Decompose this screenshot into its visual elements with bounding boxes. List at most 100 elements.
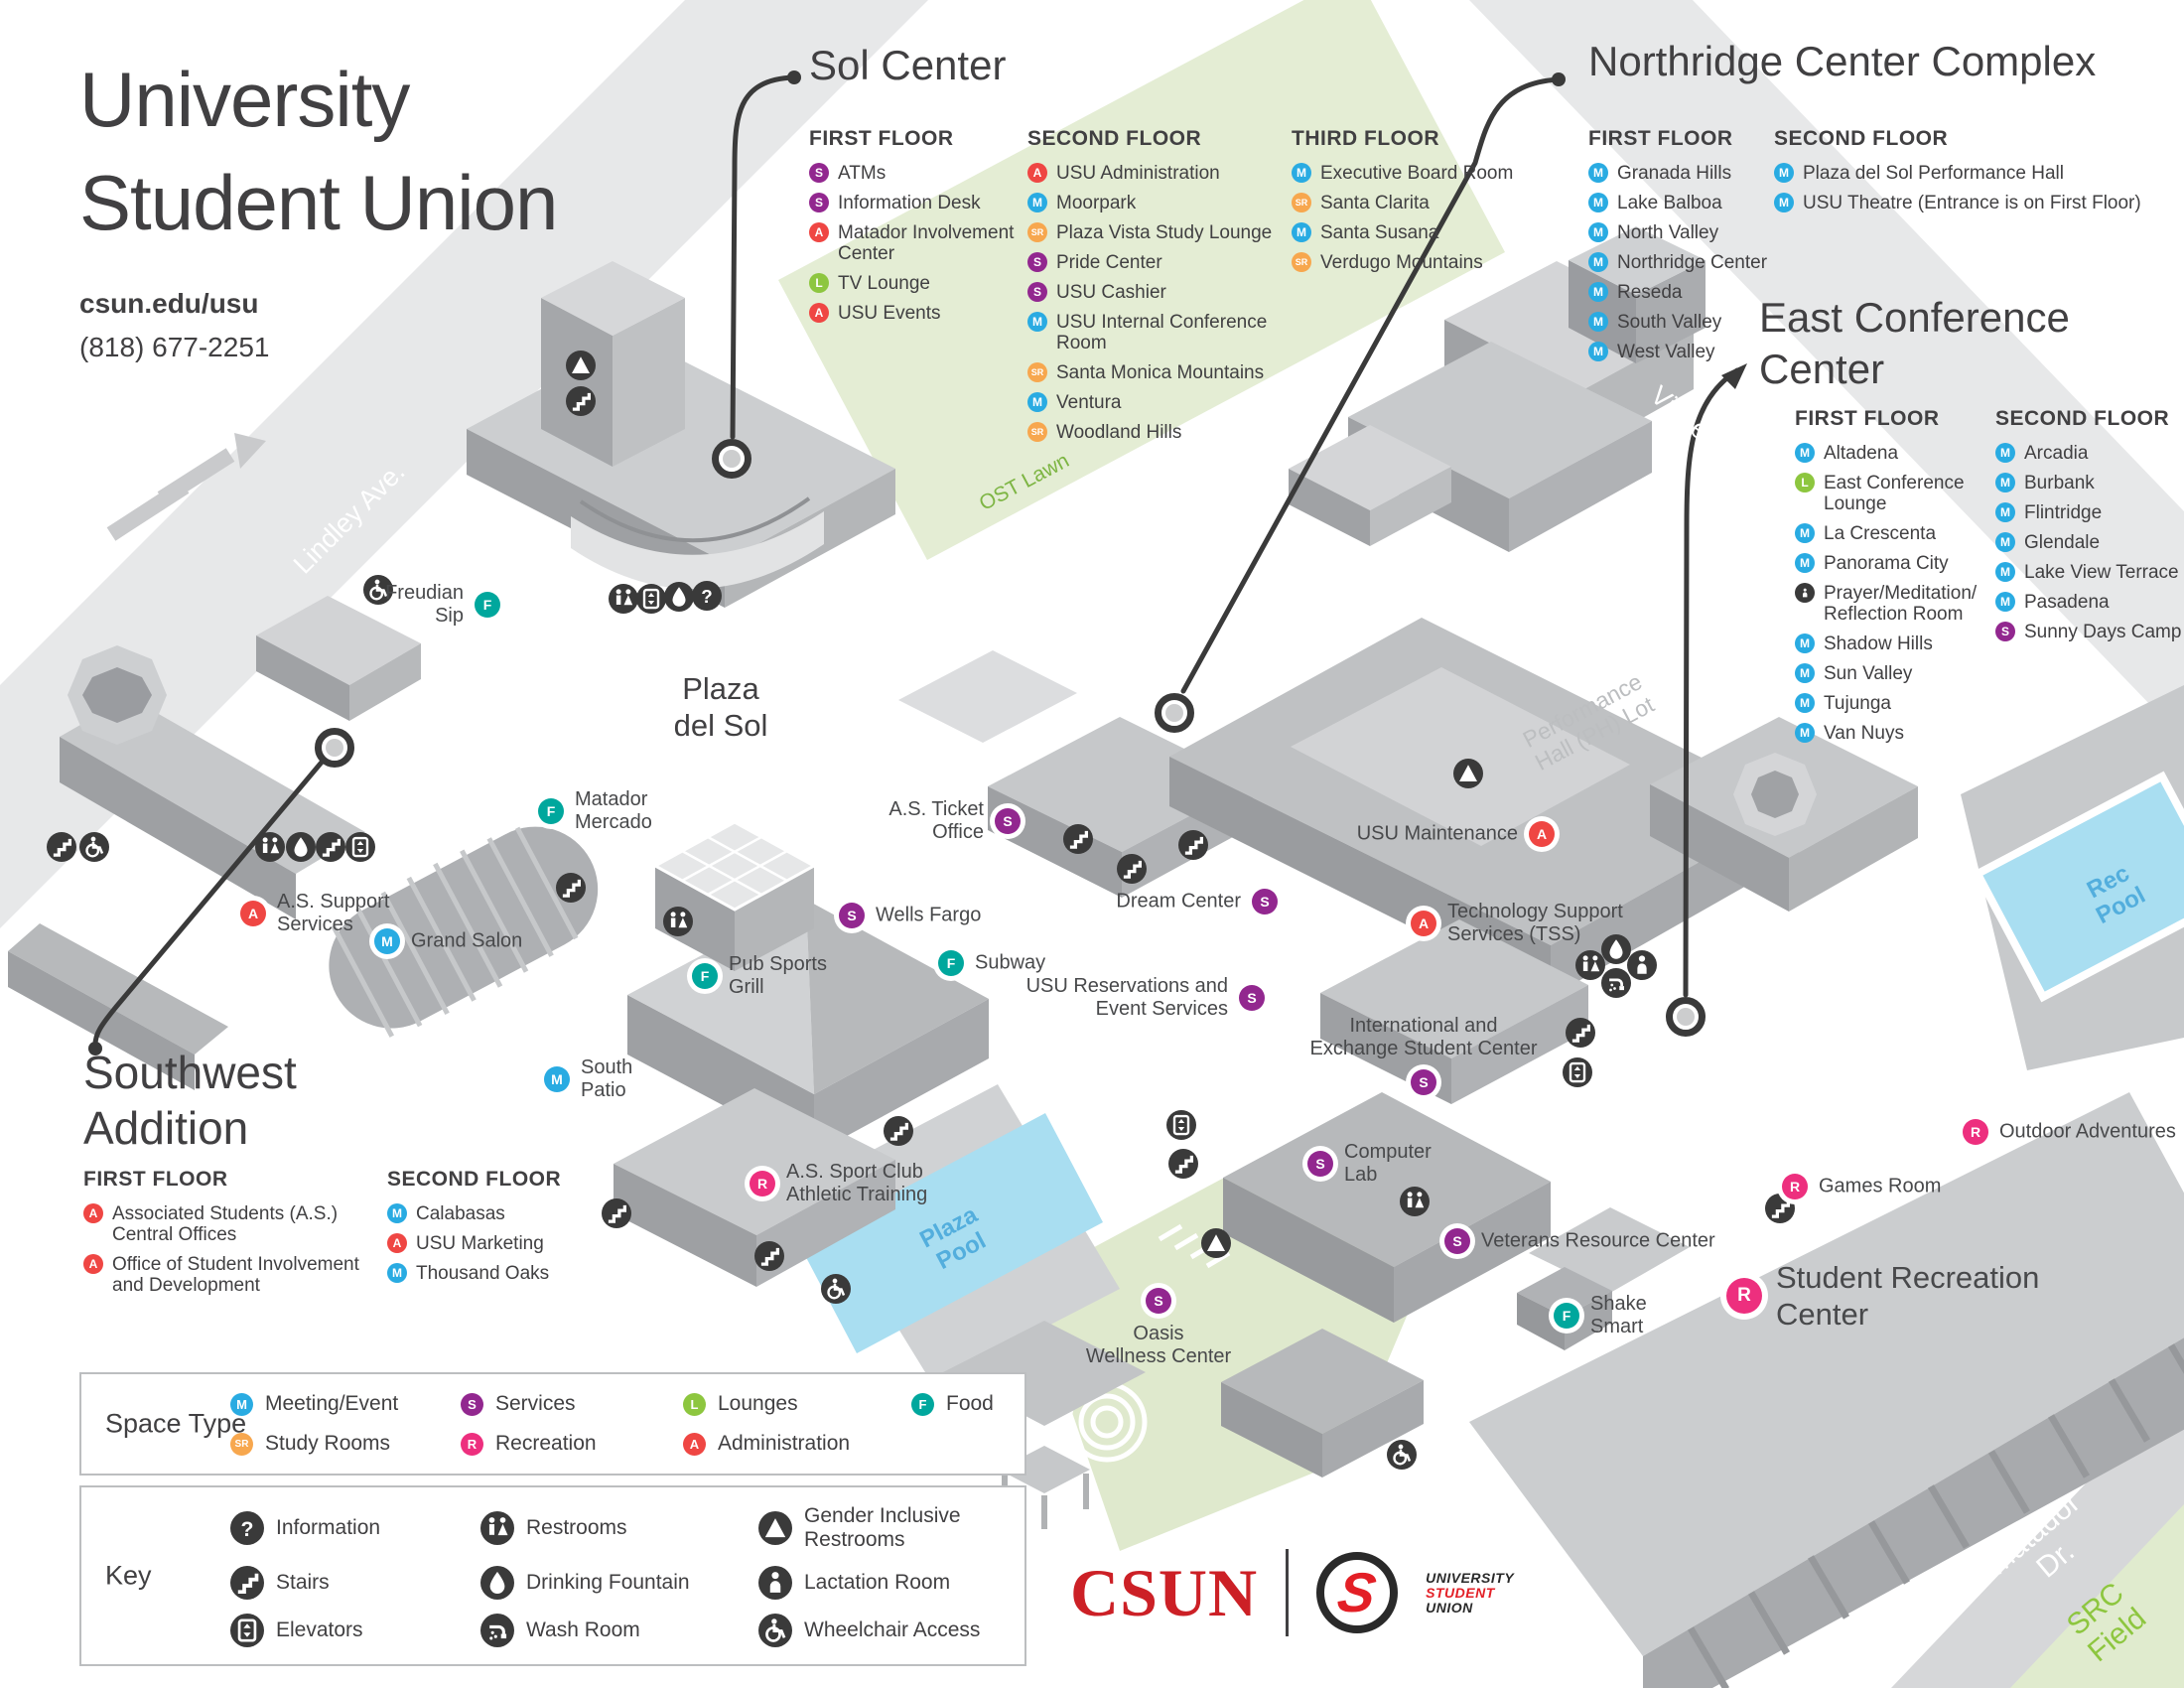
- floor-item-label: Plaza Vista Study Lounge: [1056, 222, 1273, 243]
- space-badge-l: L: [1795, 473, 1815, 492]
- space-badge-s: S: [809, 193, 829, 212]
- space-badge-m: M: [1795, 443, 1815, 463]
- map-marker-label: Student Recreation Center: [1776, 1260, 2040, 1332]
- title-block: University Student Union csun.edu/usu (8…: [79, 48, 558, 363]
- floor-item-label: South Valley: [1617, 312, 1722, 333]
- grand-salon-building: [329, 826, 599, 1038]
- key-label: Restrooms: [526, 1516, 627, 1539]
- space-badge-m: M: [544, 1066, 570, 1092]
- floor-header: SECOND FLOOR: [1774, 127, 1949, 150]
- floor-item-label: Burbank: [2024, 473, 2095, 493]
- csun-logo: CSUN: [1070, 1554, 1259, 1630]
- wheelchair-access-icon: [821, 1274, 851, 1304]
- space-badge-s: S: [839, 903, 865, 928]
- space-badge-l: L: [683, 1392, 706, 1416]
- space-badge-a: A: [83, 1254, 103, 1274]
- space-badge-a: A: [1411, 911, 1436, 936]
- space-badge-m: M: [1795, 553, 1815, 573]
- floor-item-label: Sunny Days Camp: [2024, 622, 2182, 642]
- wheelchair-access-icon: [758, 1614, 792, 1647]
- map-marker-label: Dream Center: [1116, 890, 1241, 913]
- space-badge-sr: SR: [1292, 193, 1311, 212]
- lactation-room-icon: [1627, 950, 1657, 980]
- section-title: Northridge Center Complex: [1588, 38, 2097, 84]
- building-ring-marker: [1155, 693, 1194, 733]
- floor-item-label: Pasadena: [2024, 592, 2110, 613]
- restrooms-icon: [663, 907, 693, 936]
- floor-header: SECOND FLOOR: [387, 1168, 562, 1191]
- floor-item: SR Santa Clarita: [1292, 193, 1545, 213]
- southwest-buildings: [8, 596, 421, 1090]
- section-title: Sol Center: [809, 42, 1007, 88]
- floor-item-label: Prayer/Meditation/ Reflection Room: [1824, 583, 1978, 625]
- elevators-icon: [1166, 1110, 1196, 1140]
- floor-item-label: Sun Valley: [1824, 663, 1913, 684]
- space-badge-a: A: [83, 1203, 103, 1223]
- space-type-label: Lounges: [718, 1392, 798, 1415]
- space-type-entry-l: L Lounges: [683, 1392, 911, 1416]
- floor-item-label: Flintridge: [2024, 502, 2103, 523]
- space-badge-m: M: [1995, 562, 2015, 582]
- space-badge-r: R: [461, 1432, 483, 1456]
- floor-item-label: USU Internal Conference Room: [1056, 312, 1268, 353]
- wash-room-icon: [480, 1614, 514, 1647]
- space-badge-a: A: [240, 901, 266, 926]
- student-recreation-center-building: [1469, 1092, 2184, 1688]
- floor-header: FIRST FLOOR: [809, 127, 954, 150]
- space-badge-m: M: [1795, 523, 1815, 543]
- key-entry-drinking-fountain: Drinking Fountain: [480, 1566, 758, 1600]
- floor-item-label: Tujunga: [1824, 693, 1891, 714]
- gender-inclusive-icon: [566, 351, 596, 380]
- key-entry-elevators: Elevators: [230, 1614, 480, 1647]
- space-badge-f: F: [538, 798, 564, 824]
- stairs-icon: [1063, 824, 1093, 854]
- elevators-icon: [1563, 1057, 1592, 1087]
- map-marker-label: USU Reservations and Event Services: [1025, 975, 1228, 1020]
- footer-logos: CSUN S UNIVERSITY STUDENT UNION: [1070, 1549, 1514, 1636]
- space-badge-a: A: [1027, 163, 1047, 183]
- floor-item-label: Santa Clarita: [1320, 193, 1430, 213]
- floor-item-label: Associated Students (A.S.) Central Offic…: [112, 1203, 339, 1245]
- space-badge-sr: SR: [230, 1432, 253, 1456]
- space-badge-m: M: [1588, 252, 1608, 272]
- stairs-icon: [1168, 1149, 1198, 1179]
- space-badge-r: R: [1782, 1174, 1808, 1199]
- wheelchair-access-icon: [363, 575, 393, 605]
- key-label: Information: [276, 1516, 381, 1539]
- space-badge-a: A: [809, 303, 829, 323]
- svg-text:?: ?: [241, 1517, 254, 1541]
- floor-item-label: West Valley: [1617, 342, 1715, 362]
- building-ring-marker: [712, 439, 751, 479]
- space-type-legend-title: Space Type: [105, 1408, 247, 1439]
- building-ring-marker: [315, 728, 354, 768]
- space-badge-r: R: [1726, 1278, 1762, 1314]
- key-label: Drinking Fountain: [526, 1571, 690, 1594]
- space-badge-s: S: [1146, 1288, 1171, 1314]
